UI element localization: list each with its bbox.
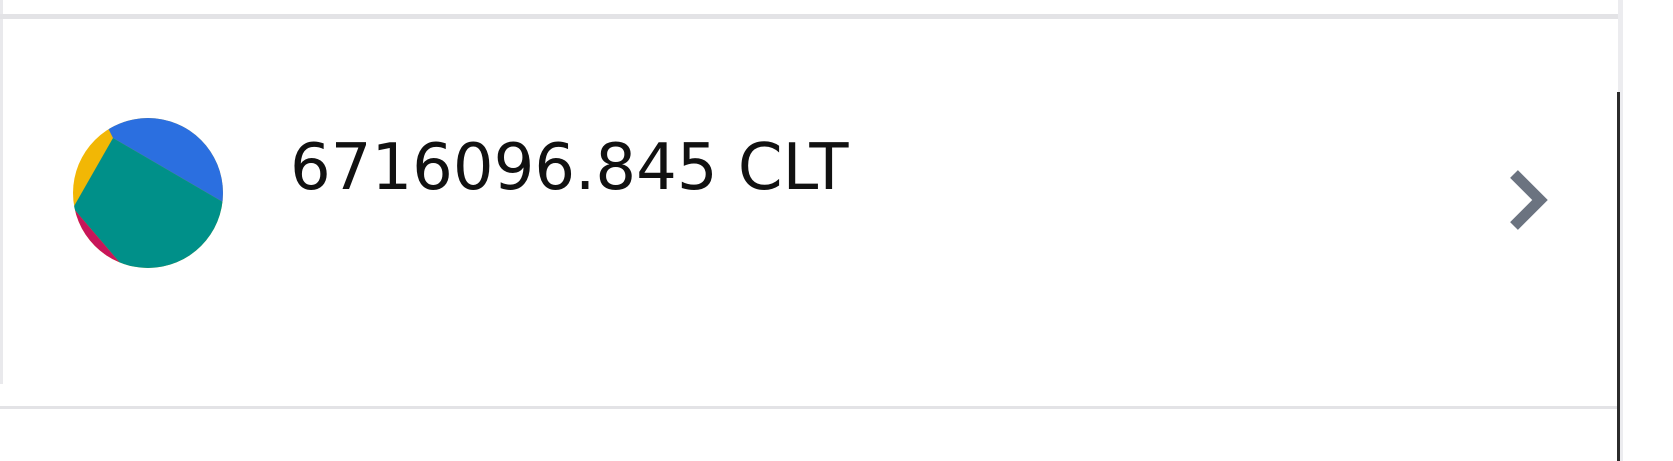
account-balance: 6716096.845 CLT [290, 131, 849, 205]
chevron-right-icon[interactable] [1502, 160, 1552, 240]
panel-left-border [0, 0, 3, 384]
row-divider-bottom [0, 406, 1618, 409]
row-divider-top [0, 14, 1618, 19]
account-list-item[interactable]: 6716096.845 CLT [3, 19, 1617, 406]
jazzicon-avatar-icon [73, 118, 223, 268]
scrollbar-track[interactable] [1617, 92, 1620, 461]
scroll-panel-edge [1618, 0, 1623, 461]
